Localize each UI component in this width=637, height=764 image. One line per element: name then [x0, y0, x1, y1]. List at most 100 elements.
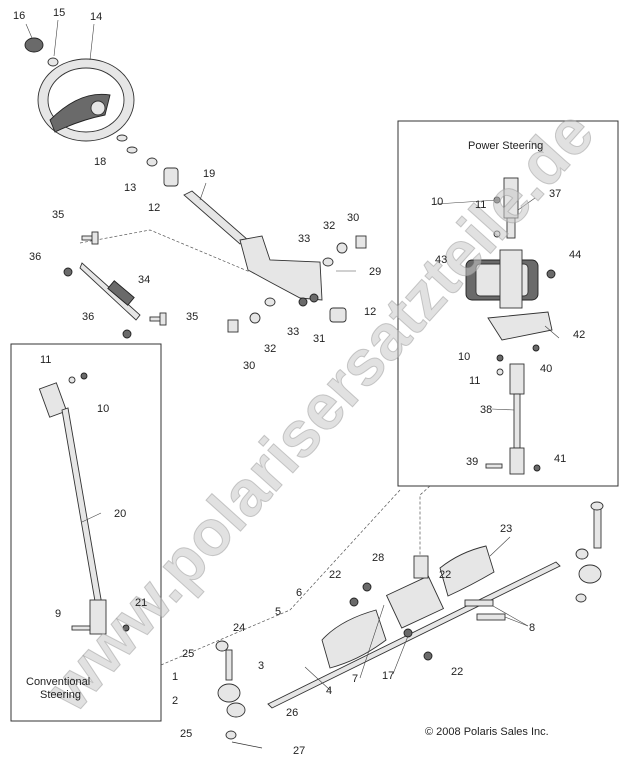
callout: 16: [13, 10, 25, 22]
washer-11-ps-top: [493, 230, 501, 238]
nut-40: [532, 344, 540, 352]
ps-upper-shaft: [503, 177, 519, 239]
callout: 22: [451, 666, 463, 678]
callout: 22: [329, 569, 341, 581]
callout: 28: [372, 552, 384, 564]
ps-motor-unit: [465, 249, 539, 309]
callout: 29: [369, 266, 381, 278]
callout: 11: [475, 199, 486, 211]
conventional-steering-label-1: Conventional: [26, 676, 90, 688]
callout: 21: [135, 597, 147, 609]
steering-cap: [24, 37, 44, 53]
bushing-12-bottom: [329, 307, 347, 323]
ps-mount-bracket: [487, 311, 553, 341]
callout: 39: [466, 456, 478, 468]
nut-36-bottom: [122, 329, 132, 339]
copyright-text: © 2008 Polaris Sales Inc.: [425, 726, 549, 738]
conventional-steering-label-2: Steering: [40, 689, 81, 701]
ps-lower-shaft: [509, 363, 525, 475]
callout: 27: [293, 745, 305, 757]
callout: 4: [326, 685, 332, 697]
callout: 37: [549, 188, 561, 200]
washer-11-ps-mid: [496, 368, 504, 376]
nut-41: [533, 464, 541, 472]
dashed-link-35-29: [79, 229, 251, 273]
conventional-steering-frame: [10, 343, 162, 722]
callout: 40: [540, 363, 552, 375]
tie-rod-end-left: [215, 640, 263, 749]
nut-36-left: [63, 267, 73, 277]
washer-11-conv: [68, 376, 76, 384]
nut-10-conv: [80, 372, 88, 380]
bolt-44: [546, 269, 556, 279]
steering-bracket: [239, 235, 323, 301]
steering-shaft: [183, 190, 249, 245]
washer-18: [116, 134, 128, 142]
callout: 44: [569, 249, 581, 261]
callout: 26: [286, 707, 298, 719]
callout: 31: [313, 333, 325, 345]
callout: 42: [573, 329, 585, 341]
callout: 11: [469, 375, 480, 387]
callout: 7: [352, 673, 358, 685]
callout: 1: [172, 671, 178, 683]
callout: 10: [97, 403, 109, 415]
bolt-9-conv: [71, 625, 91, 631]
callout: 34: [138, 274, 150, 286]
nut-10-ps-mid: [496, 354, 504, 362]
callout: 20: [114, 508, 126, 520]
nut-31a: [298, 297, 308, 307]
bushing-12-top: [163, 167, 179, 187]
callout: 33: [298, 233, 310, 245]
power-steering-frame: [397, 120, 619, 487]
callout: 25: [182, 648, 194, 660]
callout: 30: [347, 212, 359, 224]
callout: 5: [275, 606, 281, 618]
callout: 14: [90, 11, 102, 23]
washer-33-top: [322, 257, 334, 267]
callout: 11: [40, 354, 51, 366]
leader-lines: [25, 19, 560, 691]
callout: 10: [458, 351, 470, 363]
callout: 35: [52, 209, 64, 221]
callout: 30: [243, 360, 255, 372]
gas-strut: [79, 262, 141, 321]
tie-rod-end-right: [575, 501, 604, 603]
watermark: www.polarisersatzteile.de: [31, 96, 607, 725]
callout: 18: [94, 156, 106, 168]
callout: 41: [554, 453, 566, 465]
callout: 15: [53, 7, 65, 19]
power-steering-label: Power Steering: [468, 140, 543, 152]
steering-nut: [47, 57, 59, 67]
bolt-30-bottom: [227, 319, 239, 333]
callout: 35: [186, 311, 198, 323]
callout: 19: [203, 168, 215, 180]
callout: 38: [480, 404, 492, 416]
callout: 22: [439, 569, 451, 581]
callout: 36: [29, 251, 41, 263]
callout: 25: [180, 728, 192, 740]
steering-wheel: [37, 58, 135, 142]
gas-strut-body: [107, 280, 135, 306]
washer-33-bottom: [264, 297, 276, 307]
callout: 33: [287, 326, 299, 338]
washer-18b: [126, 146, 138, 154]
dashed-link-conventional: [160, 489, 401, 666]
bolt-35-top: [81, 231, 99, 245]
callout: 12: [364, 306, 376, 318]
dashed-link-power-box: [419, 485, 431, 560]
callout: 24: [233, 622, 245, 634]
conventional-intermediate-shaft: [38, 382, 107, 635]
bolt-39: [485, 463, 503, 469]
nut-21-conv: [122, 624, 130, 632]
nut-31b: [309, 293, 319, 303]
callout: 17: [382, 670, 394, 682]
callout: 6: [296, 587, 302, 599]
callout: 10: [431, 196, 443, 208]
callout: 36: [82, 311, 94, 323]
callout: 32: [323, 220, 335, 232]
callout: 32: [264, 343, 276, 355]
steering-rack: [267, 545, 561, 709]
callout: 3: [258, 660, 264, 672]
